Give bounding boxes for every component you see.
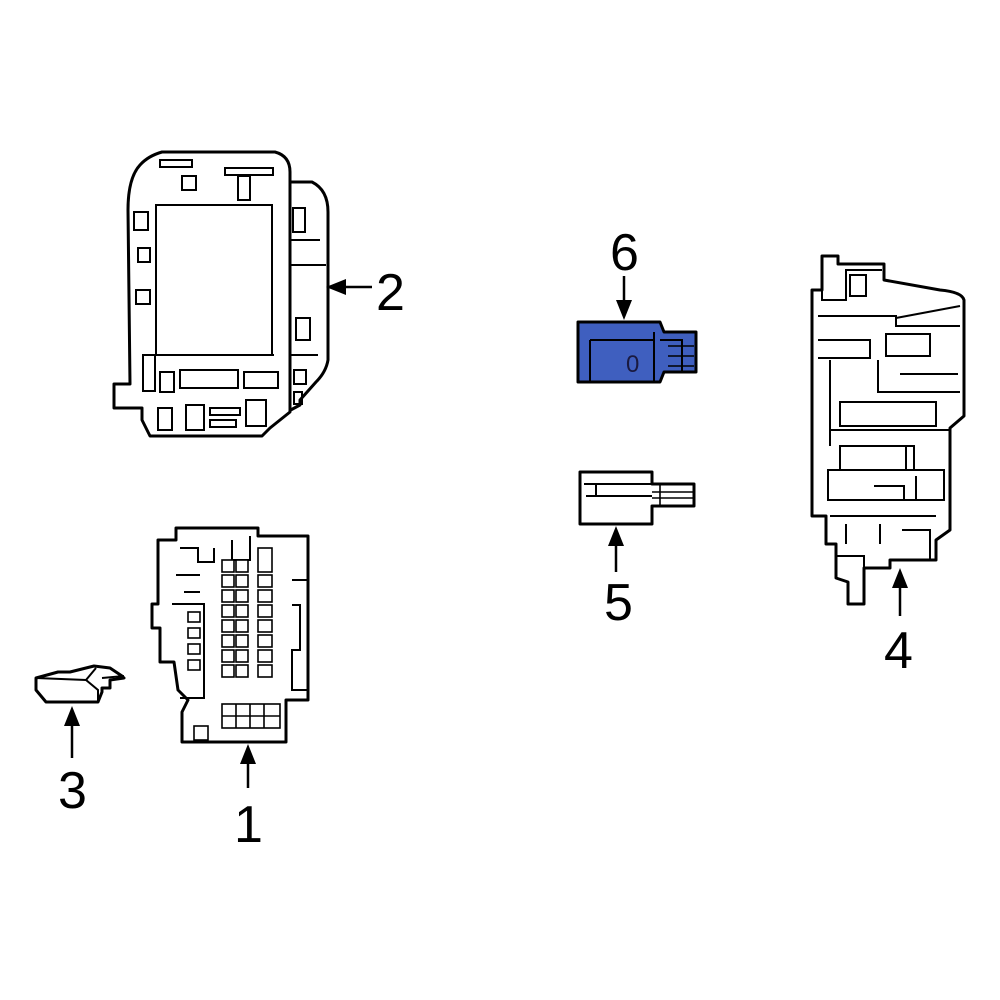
callout-1: 1 (234, 796, 263, 854)
arrow-5 (608, 526, 624, 572)
callout-6: 6 (610, 224, 639, 282)
arrow-6 (616, 276, 632, 320)
fuse-cavity-grid (187, 547, 281, 741)
part-5-relay[interactable] (578, 470, 696, 526)
part-6-relay-highlighted[interactable]: 0 (576, 320, 698, 384)
relay-6-marking: 0 (626, 351, 639, 378)
arrow-3 (64, 706, 80, 758)
arrow-4 (892, 568, 908, 616)
callout-5: 5 (604, 574, 633, 632)
callout-2: 2 (376, 264, 405, 322)
arrow-2 (326, 279, 372, 295)
arrow-1 (240, 744, 256, 788)
callout-4: 4 (884, 622, 913, 680)
relay-6-body (576, 320, 698, 384)
part-3-fuse[interactable] (34, 664, 126, 704)
leader-arrows (64, 276, 908, 788)
callout-3: 3 (58, 762, 87, 820)
part-2-module[interactable] (112, 150, 330, 438)
part-4-junction-block[interactable] (810, 254, 966, 606)
part-1-fuse-block[interactable] (150, 526, 310, 744)
